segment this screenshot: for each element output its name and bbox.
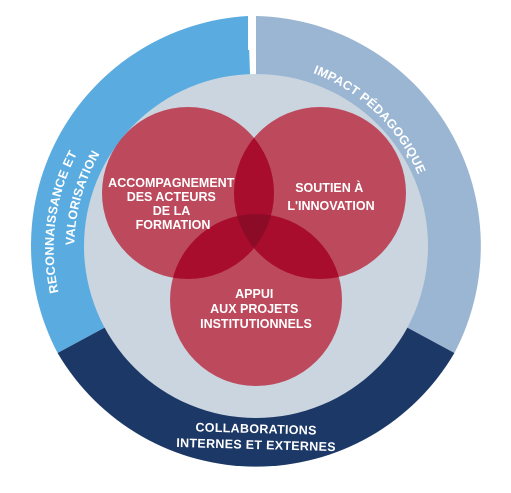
overlap-ac (170, 214, 274, 279)
label-collaborations-1: COLLABORATIONS (195, 420, 317, 437)
label-accompagnement: ACCOMPAGNEMENT DES ACTEURS DE LA FORMATI… (108, 176, 238, 232)
label-collaborations-2: INTERNES ET EXTERNES (176, 436, 336, 454)
overlap-bc (234, 214, 342, 279)
label-innovation: SOUTIEN À L'INNOVATION (287, 180, 374, 213)
label-appui: APPUI AUX PROJETS INSTITUTIONNELS (200, 287, 312, 331)
